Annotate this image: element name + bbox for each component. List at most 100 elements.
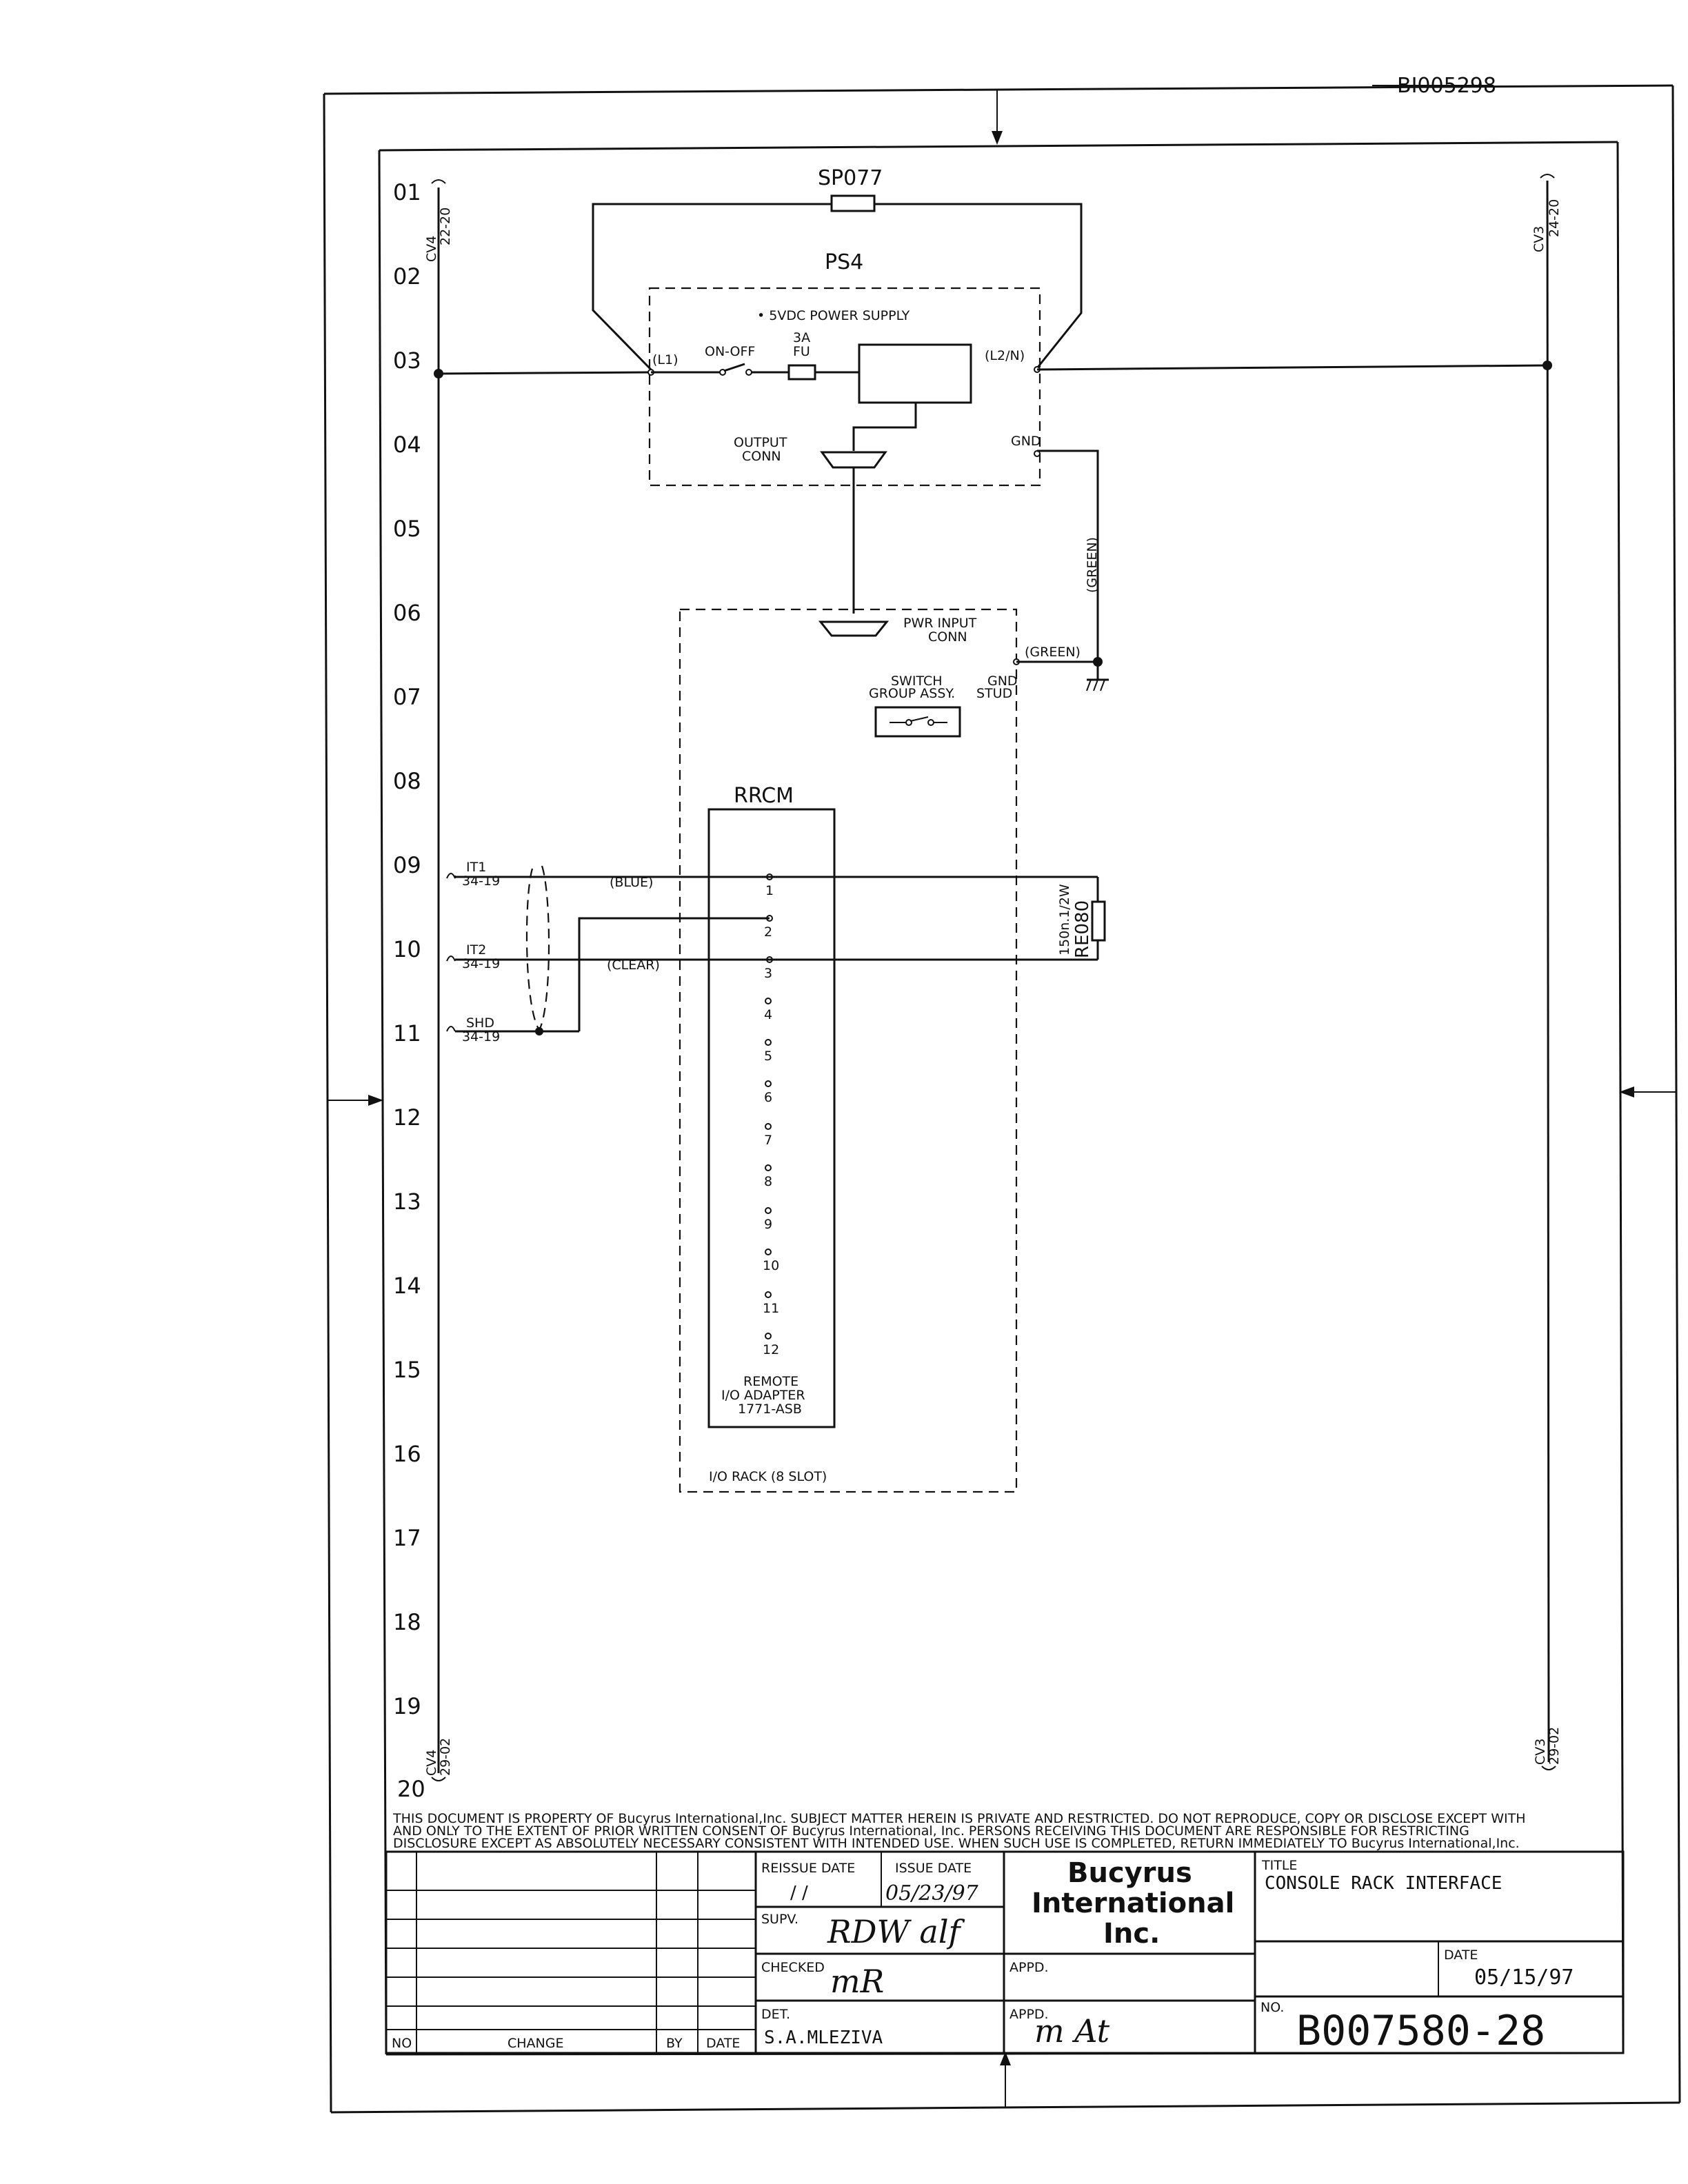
svg-text:(BLUE): (BLUE) (610, 875, 653, 890)
svg-text:ON-OFF: ON-OFF (705, 344, 755, 359)
svg-text:24-20: 24-20 (1547, 199, 1562, 237)
svg-text:(GREEN): (GREEN) (1025, 645, 1081, 660)
disclosure-notice: THIS DOCUMENT IS PROPERTY OF Bucyrus Int… (392, 1811, 1525, 1851)
rrcm-terminals: 1 2 3 4 5 6 7 8 9 10 11 12 (763, 873, 779, 1357)
ps4-power-supply: PS4 • 5VDC POWER SUPPLY (L1) (L2/N) ON-O… (434, 250, 1552, 662)
svg-text:GND: GND (1011, 434, 1041, 449)
svg-text:34-19: 34-19 (462, 956, 500, 971)
row-label: 19 (393, 1693, 421, 1719)
svg-text:THIS DOCUMENT IS PROPERTY OF B: THIS DOCUMENT IS PROPERTY OF Bucyrus Int… (392, 1811, 1525, 1826)
rrcm-module: RRCM REMOTE I/O ADAPTER 1771-ASB (707, 784, 836, 1428)
svg-text:FU: FU (793, 344, 810, 359)
svg-text:34-19: 34-19 (462, 1029, 500, 1044)
svg-text:• 5VDC POWER SUPPLY: • 5VDC POWER SUPPLY (757, 308, 910, 323)
svg-text:10: 10 (763, 1258, 779, 1273)
row-label: 20 (397, 1776, 425, 1802)
row-label: 05 (393, 516, 421, 542)
terminal: 4 (764, 998, 772, 1022)
svg-text:S.A.MLEZIVA: S.A.MLEZIVA (764, 2028, 883, 2048)
svg-text:05/15/97: 05/15/97 (1474, 1965, 1574, 1990)
svg-text:1: 1 (765, 883, 774, 898)
row-label: 12 (393, 1104, 421, 1131)
svg-text:I/O ADAPTER: I/O ADAPTER (721, 1388, 805, 1403)
terminal: 9 (764, 1207, 772, 1232)
svg-text:REMOTE: REMOTE (743, 1374, 798, 1389)
svg-text:12: 12 (763, 1342, 779, 1357)
signal-wires: IT1 34-19 (BLUE) IT2 34-19 (CLEAR) SHD 3… (446, 860, 1098, 1044)
svg-text:DISCLOSURE EXCEPT AS ABSOLUTEL: DISCLOSURE EXCEPT AS ABSOLUTELY NECESSAR… (393, 1836, 1520, 1851)
svg-text:(L2/N): (L2/N) (985, 348, 1025, 363)
terminal: 7 (764, 1123, 772, 1148)
terminating-resistor: 150n.1/2W RE080 (1057, 877, 1106, 960)
svg-text:150n.1/2W: 150n.1/2W (1057, 884, 1072, 956)
sp077-surge-protector: SP077 (592, 166, 1083, 371)
row-label: 14 (393, 1273, 421, 1299)
row-label: 11 (393, 1020, 421, 1046)
svg-text:CONSOLE RACK INTERFACE: CONSOLE RACK INTERFACE (1265, 1873, 1502, 1894)
svg-text:NO.: NO. (1260, 2000, 1284, 2015)
svg-text:GND: GND (987, 674, 1018, 689)
row-label: 02 (393, 263, 421, 290)
svg-text:DATE: DATE (1444, 1948, 1478, 1963)
title-block: NO CHANGE BY DATE REISSUE DATE / / ISSUE… (385, 1850, 1625, 2055)
svg-text:SP077: SP077 (818, 166, 883, 190)
svg-text:3: 3 (764, 966, 772, 981)
terminal: 8 (764, 1164, 772, 1189)
svg-text:GROUP ASSY.: GROUP ASSY. (869, 686, 955, 701)
svg-text:CHANGE: CHANGE (508, 2036, 564, 2051)
svg-text:05/23/97: 05/23/97 (885, 1881, 979, 1905)
svg-text:TITLE: TITLE (1261, 1858, 1297, 1873)
svg-text:11: 11 (763, 1301, 779, 1316)
row-label: 01 (393, 179, 421, 205)
svg-text:CV3: CV3 (1531, 226, 1547, 252)
row-label: 06 (393, 600, 421, 626)
svg-text:CV4: CV4 (424, 1750, 439, 1776)
svg-text:SWITCH: SWITCH (891, 674, 943, 689)
terminal: 5 (764, 1039, 772, 1064)
row-label: 09 (393, 852, 421, 878)
svg-text:AND ONLY TO THE EXTENT OF PRIO: AND ONLY TO THE EXTENT OF PRIOR WRITTEN … (393, 1823, 1469, 1839)
svg-text:OUTPUT: OUTPUT (734, 435, 787, 450)
inner-border (378, 141, 1625, 2056)
ref-bottom-right: CV3 29-02 (1533, 1727, 1562, 1765)
terminal: 12 (763, 1333, 779, 1357)
io-rack: PWR INPUT CONN SWITCH GROUP ASSY. GND ST… (679, 608, 1109, 1493)
ref-top-left: CV4 22-20 (424, 208, 453, 262)
svg-text:m At: m At (1034, 2012, 1110, 2050)
svg-text:(L1): (L1) (652, 352, 679, 367)
svg-text:APPD.: APPD. (1009, 2007, 1049, 2022)
svg-text:International: International (1032, 1888, 1234, 1919)
svg-text:2: 2 (764, 924, 772, 940)
svg-text:STUD: STUD (976, 686, 1012, 701)
row-label: 03 (393, 347, 421, 374)
svg-text:IT1: IT1 (466, 860, 486, 875)
svg-text:BY: BY (666, 2036, 683, 2051)
row-labels: 01 02 03 04 05 06 07 08 09 10 11 12 13 1… (393, 179, 425, 1802)
right-bus-rail (1546, 180, 1550, 1763)
svg-text:1771-ASB: 1771-ASB (738, 1402, 802, 1417)
svg-text:RRCM: RRCM (734, 784, 794, 808)
svg-text:7: 7 (764, 1133, 772, 1148)
svg-text:SHD: SHD (466, 1015, 494, 1031)
svg-text:Inc.: Inc. (1103, 1918, 1160, 1950)
svg-text:CONN: CONN (928, 629, 967, 645)
centering-arrows (327, 90, 1677, 2108)
svg-text:B007580-28: B007580-28 (1296, 2007, 1545, 2055)
svg-text:ISSUE DATE: ISSUE DATE (895, 1861, 972, 1876)
svg-text:CONN: CONN (742, 449, 781, 464)
svg-text:(CLEAR): (CLEAR) (607, 958, 660, 973)
svg-text:PWR INPUT: PWR INPUT (903, 616, 977, 631)
terminal: 6 (764, 1080, 772, 1105)
svg-text:29-02: 29-02 (438, 1738, 453, 1776)
terminal: 10 (763, 1248, 779, 1273)
svg-text:6: 6 (764, 1090, 772, 1105)
row-label: 13 (393, 1189, 421, 1215)
svg-text:CV4: CV4 (424, 236, 439, 262)
row-label: 16 (393, 1441, 421, 1467)
svg-text:Bucyrus: Bucyrus (1067, 1857, 1192, 1889)
svg-text:NO: NO (392, 2036, 412, 2051)
svg-text:IT2: IT2 (466, 942, 486, 958)
svg-text:CHECKED: CHECKED (761, 1960, 825, 1975)
svg-text:29-02: 29-02 (1547, 1727, 1562, 1765)
